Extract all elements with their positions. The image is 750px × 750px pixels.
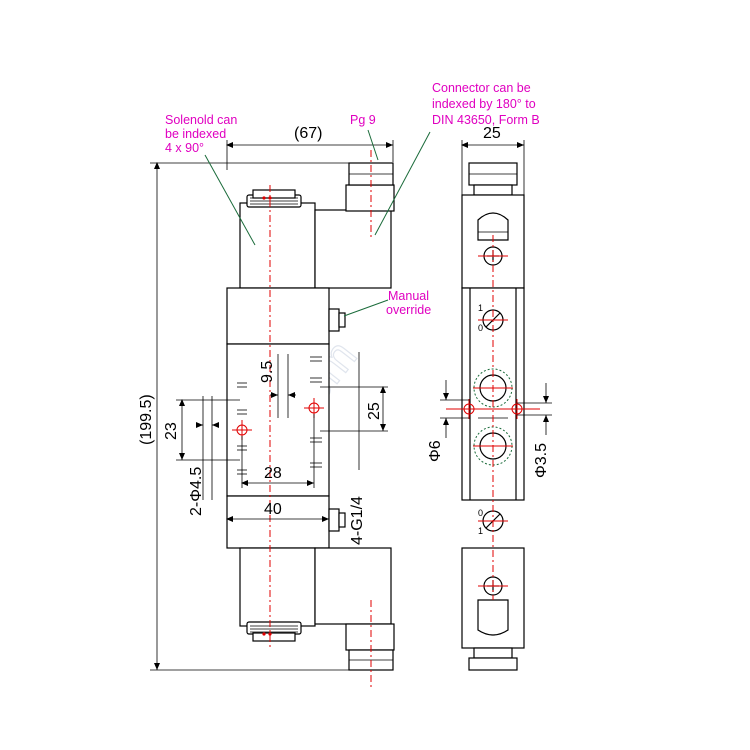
- dim-mount-holes: 2-Φ4.5: [188, 396, 219, 516]
- dim-40: 40: [226, 501, 330, 525]
- dim-9-5: 9.5: [259, 354, 296, 418]
- dim-25-horizontal-label: 25: [483, 125, 501, 142]
- dim-25-vertical: 25: [320, 386, 388, 432]
- callout-connector: Connector can be indexed by 180° to DIN …: [374, 81, 540, 236]
- manual-note-line2: override: [386, 303, 431, 317]
- dim-dia-3-5-label: Φ3.5: [533, 443, 550, 478]
- callout-solenoid: Solenold can be indexed 4 x 90°: [165, 113, 256, 246]
- dim-port-thread: 4-G1/4: [349, 352, 366, 545]
- dim-25-horizontal: 25: [461, 125, 525, 195]
- solenoid-note-line2: be indexed: [165, 127, 226, 141]
- callout-pg9: Pg 9: [350, 113, 379, 161]
- valve-body: [226, 287, 346, 549]
- manual-note-line1: Manual: [388, 289, 429, 303]
- dim-67-label: (67): [294, 125, 322, 142]
- port-slot-marks: [237, 356, 322, 475]
- dim-40-label: 40: [264, 501, 282, 518]
- dim-23-label: 23: [163, 422, 180, 440]
- connector-note-line3: DIN 43650, Form B: [432, 113, 540, 127]
- override-mark-upper-1: 1: [478, 303, 483, 313]
- connector-note-line1: Connector can be: [432, 81, 531, 95]
- solenoid-note-line3: 4 x 90°: [165, 141, 204, 155]
- dim-dia-6-label: Φ6: [427, 440, 444, 462]
- callout-manual-override: Manual override: [343, 289, 431, 317]
- dim-mount-holes-label: 2-Φ4.5: [188, 467, 205, 516]
- dim-dia-3-5: Φ3.5: [517, 383, 552, 478]
- dim-25-vertical-label: 25: [366, 402, 383, 420]
- front-view: 1 0 0 1: [427, 125, 552, 671]
- dim-dia-6: Φ6: [427, 380, 469, 462]
- dim-9-5-label: 9.5: [259, 361, 276, 383]
- dim-199-5: (199.5): [138, 162, 349, 671]
- dim-199-5-label: (199.5): [138, 394, 155, 445]
- dim-23: 23: [163, 399, 240, 461]
- upper-solenoid: [239, 162, 395, 289]
- pg9-note: Pg 9: [350, 113, 376, 127]
- solenoid-note-line1: Solenold can: [165, 113, 237, 127]
- dim-67: (67): [226, 125, 394, 170]
- override-mark-upper-0: 0: [478, 323, 483, 333]
- override-mark-lower-0: 0: [478, 508, 483, 518]
- override-mark-lower-1: 1: [478, 526, 483, 536]
- side-view: (67) (199.5) 23 2-Φ4.5: [138, 125, 395, 690]
- dim-28-label: 28: [264, 465, 282, 482]
- dim-port-thread-label: 4-G1/4: [349, 496, 366, 545]
- connector-note-line2: indexed by 180° to: [432, 97, 536, 111]
- dim-28: 28: [241, 414, 315, 488]
- lower-solenoid: [239, 547, 395, 671]
